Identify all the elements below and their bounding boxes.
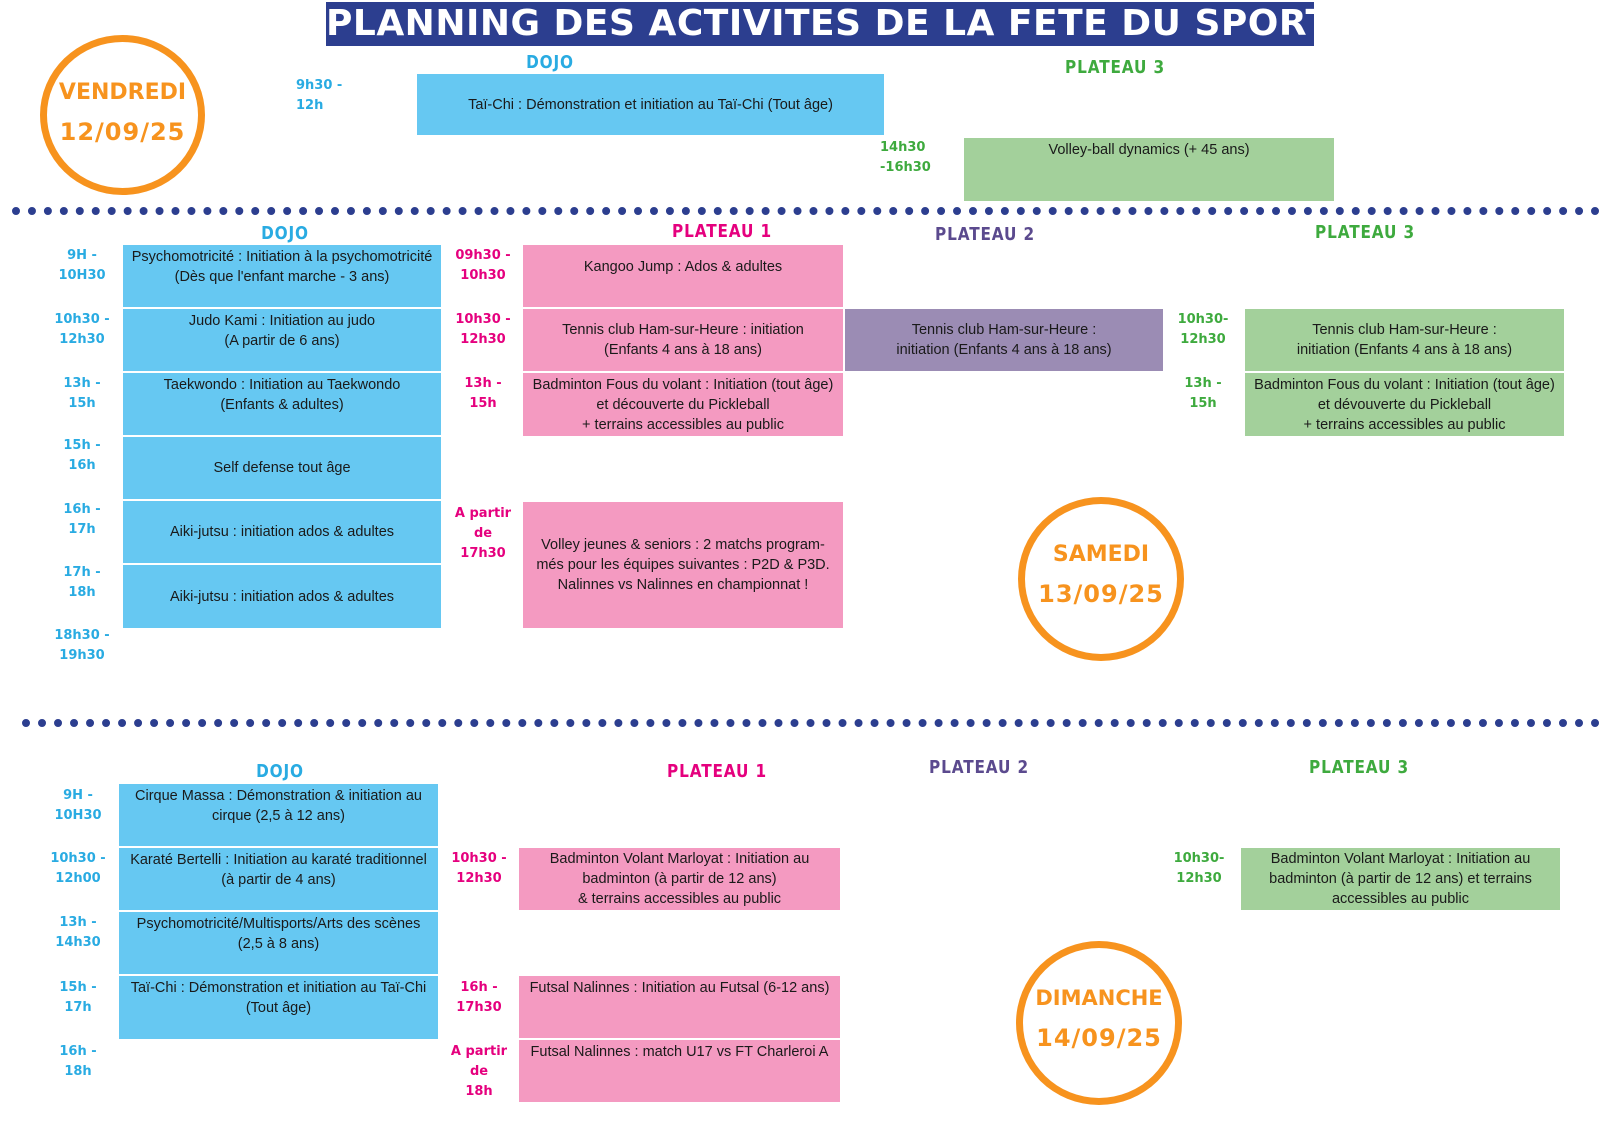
- activity-block: Aiki-jutsu : initiation ados & adultes: [122, 564, 442, 629]
- time-slot: 9H - 10H30: [58, 248, 106, 283]
- activity-block: Badminton Fous du volant : Initiation (t…: [522, 372, 844, 437]
- saturday-header-plateau1: PLATEAU 1: [672, 221, 772, 242]
- time-slot: A partir de 17h30: [454, 506, 512, 561]
- time-slot: 10h30 - 12h00: [50, 851, 106, 886]
- time-slot: 16h - 18h: [59, 1044, 97, 1079]
- page-title: PLANNING DES ACTIVITES DE LA FETE DU SPO…: [326, 2, 1331, 46]
- time-slot: 10h30- 12h30: [1173, 851, 1225, 886]
- time-slot: 13h - 15h: [1184, 376, 1222, 411]
- activity-block: Aiki-jutsu : initiation ados & adultes: [122, 500, 442, 564]
- activity-block: Taï-Chi : Démonstration et initiation au…: [118, 975, 439, 1040]
- activity-block: Volley jeunes & seniors : 2 matchs progr…: [522, 501, 844, 629]
- activity-block: Cirque Massa : Démonstration & initiatio…: [118, 783, 439, 847]
- time-slot: 18h30 - 19h30: [54, 628, 110, 663]
- sunday-day-label: DIMANCHE: [1035, 986, 1163, 1010]
- time-slot: 13h - 15h: [464, 376, 502, 411]
- activity-block: Volley-ball dynamics (+ 45 ans): [963, 137, 1335, 202]
- activity-block: Tennis club Ham-sur-Heure : initiation (…: [522, 308, 844, 372]
- time-slot: 17h - 18h: [63, 565, 101, 600]
- time-slot: 10h30 - 12h30: [455, 312, 511, 347]
- friday-date-badge: VENDREDI 12/09/25: [40, 35, 205, 195]
- section-divider: [12, 207, 1600, 215]
- time-slot: 16h - 17h30: [456, 980, 502, 1015]
- sunday-header-plateau1: PLATEAU 1: [667, 761, 767, 782]
- activity-block: Judo Kami : Initiation au judo (A partir…: [122, 308, 442, 372]
- saturday-header-dojo: DOJO: [261, 223, 309, 244]
- time-slot: 15h - 16h: [63, 438, 101, 473]
- activity-block: Futsal Nalinnes : Initiation au Futsal (…: [518, 975, 841, 1039]
- friday-day-label: VENDREDI: [58, 80, 187, 105]
- saturday-date-badge: SAMEDI 13/09/25: [1018, 497, 1184, 661]
- activity-block: Psychomotricité : Initiation à la psycho…: [122, 244, 442, 308]
- friday-header-dojo: DOJO: [526, 52, 574, 73]
- sunday-date-badge: DIMANCHE 14/09/25: [1016, 941, 1182, 1105]
- activity-block: Futsal Nalinnes : match U17 vs FT Charle…: [518, 1039, 841, 1103]
- time-slot: 16h - 17h: [63, 502, 101, 537]
- friday-date-label: 12/09/25: [59, 118, 186, 146]
- saturday-header-plateau2: PLATEAU 2: [935, 224, 1035, 245]
- time-slot: 13h - 15h: [63, 376, 101, 411]
- activity-block: Taekwondo : Initiation au Taekwondo (Enf…: [122, 372, 442, 436]
- saturday-day-label: SAMEDI: [1052, 542, 1150, 567]
- time-slot: A partir de 18h: [450, 1044, 508, 1099]
- activity-block: Self defense tout âge: [122, 436, 442, 500]
- sunday-header-plateau3: PLATEAU 3: [1309, 757, 1409, 778]
- sunday-header-plateau2: PLATEAU 2: [929, 757, 1029, 778]
- activity-block: Tennis club Ham-sur-Heure : initiation (…: [844, 308, 1164, 372]
- sunday-date-label: 14/09/25: [1036, 1024, 1162, 1052]
- activity-block: Tennis club Ham-sur-Heure : initiation (…: [1244, 308, 1565, 372]
- activity-block: Kangoo Jump : Ados & adultes: [522, 244, 844, 308]
- activity-block: Badminton Volant Marloyat : Initiation a…: [1240, 847, 1561, 911]
- time-slot: 9H - 10H30: [54, 788, 102, 823]
- time-slot: 13h - 14h30: [55, 915, 101, 950]
- activity-block: Karaté Bertelli : Initiation au karaté t…: [118, 847, 439, 911]
- saturday-header-plateau3: PLATEAU 3: [1315, 222, 1415, 243]
- time-slot: 10h30 - 12h30: [54, 312, 110, 347]
- time-slot: 10h30 - 12h30: [451, 851, 507, 886]
- activity-block: Badminton Fous du volant : Initiation (t…: [1244, 372, 1565, 437]
- activity-block: Badminton Volant Marloyat : Initiation a…: [518, 847, 841, 911]
- section-divider: [22, 719, 1600, 727]
- saturday-date-label: 13/09/25: [1038, 580, 1164, 608]
- activity-block: Taï-Chi : Démonstration et initiation au…: [416, 73, 885, 136]
- sunday-header-dojo: DOJO: [256, 761, 304, 782]
- time-slot: 09h30 - 10h30: [455, 248, 511, 283]
- time-slot: 9h30 - 12h: [296, 78, 343, 113]
- friday-header-plateau3: PLATEAU 3: [1065, 57, 1165, 78]
- activity-block: Psychomotricité/Multisports/Arts des scè…: [118, 911, 439, 975]
- time-slot: 15h - 17h: [59, 980, 97, 1015]
- time-slot: 14h30 -16h30: [880, 140, 931, 175]
- time-slot: 10h30- 12h30: [1177, 312, 1229, 347]
